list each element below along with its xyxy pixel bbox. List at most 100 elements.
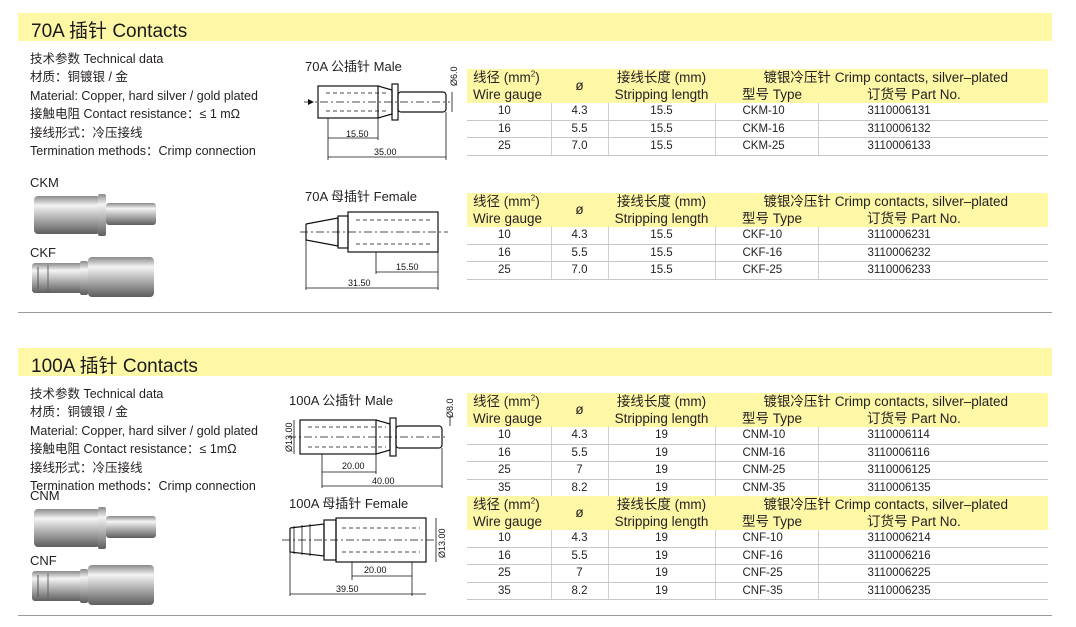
table-row: 25 7 19 CNM-25 3110006125 <box>467 461 1049 480</box>
female-contact-drawing: 15.50 31.50 <box>300 211 448 290</box>
ckm-contact-photo <box>34 194 156 236</box>
col-header-wire-gauge-cn: 线径 (mm2) <box>467 193 551 210</box>
col-header-crimp: 镀银冷压针 Crimp contacts, silver–plated <box>715 496 1049 513</box>
cell-part-no: 3110006125 <box>817 461 1049 480</box>
cell-stripping: 15.5 <box>607 261 715 280</box>
tech-line: Termination methods：Crimp connection <box>30 478 256 493</box>
cell-wire-gauge: 10 <box>467 227 551 245</box>
cell-stripping: 15.5 <box>607 103 715 121</box>
cell-wire-gauge: 10 <box>467 530 551 548</box>
cell-type: CNM-16 <box>714 444 818 462</box>
cell-stripping: 19 <box>607 582 715 600</box>
table-row: 16 5.5 19 CNM-16 3110006116 <box>467 444 1049 462</box>
tech-line: Termination methods：Crimp connection <box>30 143 256 158</box>
female-drawing-label: 100A 母插针 Female <box>289 496 409 511</box>
male-dim-20-00: 20.00 <box>342 461 365 471</box>
col-header-diameter: ø <box>551 496 608 530</box>
cell-type: CKM-10 <box>714 103 818 121</box>
col-header-stripping-cn: 接线长度 (mm) <box>608 69 715 86</box>
cell-type: CKM-16 <box>714 120 818 138</box>
table-row: 16 5.5 15.5 CKM-16 3110006132 <box>467 120 1049 138</box>
female-dim-15-50: 15.50 <box>396 262 419 272</box>
col-header-crimp: 镀银冷压针 Crimp contacts, silver–plated <box>715 69 1049 86</box>
cell-type: CNM-25 <box>714 461 818 480</box>
cell-wire-gauge: 16 <box>467 444 551 462</box>
cell-part-no: 3110006116 <box>817 444 1049 462</box>
photo-label-cnf: CNF <box>30 553 57 568</box>
col-header-stripping: Stripping length <box>608 210 715 227</box>
cell-type: CKF-10 <box>714 227 818 245</box>
cell-wire-gauge: 35 <box>467 479 551 497</box>
cell-wire-gauge: 35 <box>467 582 551 600</box>
cell-type: CNM-35 <box>714 479 818 497</box>
cell-stripping: 15.5 <box>607 120 715 138</box>
cell-diameter: 7 <box>550 461 608 480</box>
cell-stripping: 15.5 <box>607 137 715 156</box>
col-header-wire-gauge-cn: 线径 (mm2) <box>467 496 551 513</box>
cell-stripping: 15.5 <box>607 227 715 245</box>
cell-stripping: 19 <box>607 461 715 480</box>
cell-wire-gauge: 16 <box>467 244 551 262</box>
cell-diameter: 5.5 <box>550 547 608 565</box>
male-contact-drawing: 15.50 35.00 Ø6.00 <box>304 66 459 160</box>
cell-part-no: 3110006214 <box>817 530 1049 548</box>
table-row: 16 5.5 15.5 CKF-16 3110006232 <box>467 244 1049 262</box>
cell-stripping: 19 <box>607 564 715 583</box>
section-title-bar: 100A 插针 Contacts <box>18 348 1052 377</box>
section-title: 70A 插针 Contacts <box>31 21 188 42</box>
male-dim-dia-13: Ø13.00 <box>284 422 294 452</box>
ckf-contact-photo <box>32 257 154 297</box>
cnf-contact-photo <box>32 565 154 605</box>
table-row: 10 4.3 15.5 CKM-10 3110006131 <box>467 103 1049 121</box>
cell-part-no: 3110006135 <box>817 479 1049 497</box>
col-header-part-no: 订货号 Part No. <box>818 86 1049 103</box>
cell-part-no: 3110006131 <box>817 103 1049 121</box>
spec-table-cnm: 线径 (mm2) ø 接线长度 (mm) 镀银冷压针 Crimp contact… <box>467 393 1049 497</box>
cell-diameter: 4.3 <box>550 530 608 548</box>
male-dim-35-00: 35.00 <box>374 147 397 157</box>
cell-wire-gauge: 25 <box>467 564 551 583</box>
cell-diameter: 8.2 <box>550 582 608 600</box>
cell-type: CNM-10 <box>714 427 818 445</box>
tech-line: 技术参数 Technical data <box>30 52 164 66</box>
col-header-part-no: 订货号 Part No. <box>818 210 1049 227</box>
cell-part-no: 3110006114 <box>817 427 1049 445</box>
cell-type: CNF-35 <box>714 582 818 600</box>
col-header-wire-gauge-cn: 线径 (mm2) <box>467 393 551 410</box>
col-header-stripping-cn: 接线长度 (mm) <box>608 193 715 210</box>
cell-part-no: 3110006133 <box>817 137 1049 156</box>
col-header-stripping-cn: 接线长度 (mm) <box>608 496 715 513</box>
section-divider <box>18 615 1052 616</box>
cell-diameter: 7.0 <box>550 261 608 280</box>
cell-stripping: 19 <box>607 479 715 497</box>
col-header-diameter: ø <box>551 69 608 103</box>
cell-type: CKF-16 <box>714 244 818 262</box>
cell-part-no: 3110006225 <box>817 564 1049 583</box>
cell-wire-gauge: 10 <box>467 103 551 121</box>
cell-diameter: 5.5 <box>550 444 608 462</box>
male-dim-40-00: 40.00 <box>372 476 395 486</box>
cell-wire-gauge: 25 <box>467 137 551 156</box>
cell-stripping: 15.5 <box>607 244 715 262</box>
cell-wire-gauge: 16 <box>467 120 551 138</box>
cell-wire-gauge: 25 <box>467 261 551 280</box>
cell-wire-gauge: 16 <box>467 547 551 565</box>
spec-table-ckf: 线径 (mm2) ø 接线长度 (mm) 镀银冷压针 Crimp contact… <box>467 193 1049 280</box>
female-dim-31-50: 31.50 <box>348 278 371 288</box>
cell-diameter: 7.0 <box>550 137 608 156</box>
col-header-stripping-cn: 接线长度 (mm) <box>608 393 715 410</box>
col-header-type: 型号 Type <box>715 210 818 227</box>
male-dim-dia-8: Ø8.00 <box>445 398 455 418</box>
col-header-wire-gauge: Wire gauge <box>467 513 551 530</box>
cell-diameter: 8.2 <box>550 479 608 497</box>
cell-part-no: 3110006232 <box>817 244 1049 262</box>
table-row: 25 7 19 CNF-25 3110006225 <box>467 564 1049 583</box>
cell-diameter: 4.3 <box>550 427 608 445</box>
cell-wire-gauge: 10 <box>467 427 551 445</box>
cell-diameter: 4.3 <box>550 227 608 245</box>
table-row: 10 4.3 19 CNF-10 3110006214 <box>467 530 1049 548</box>
tech-line: 接触电阻 Contact resistance：≤ 1mΩ <box>30 442 237 457</box>
col-header-wire-gauge-cn: 线径 (mm2) <box>467 69 551 86</box>
spec-table-ckm: 线径 (mm2) ø 接线长度 (mm) 镀银冷压针 Crimp contact… <box>467 69 1049 156</box>
section-title: 100A 插针 Contacts <box>31 356 198 377</box>
